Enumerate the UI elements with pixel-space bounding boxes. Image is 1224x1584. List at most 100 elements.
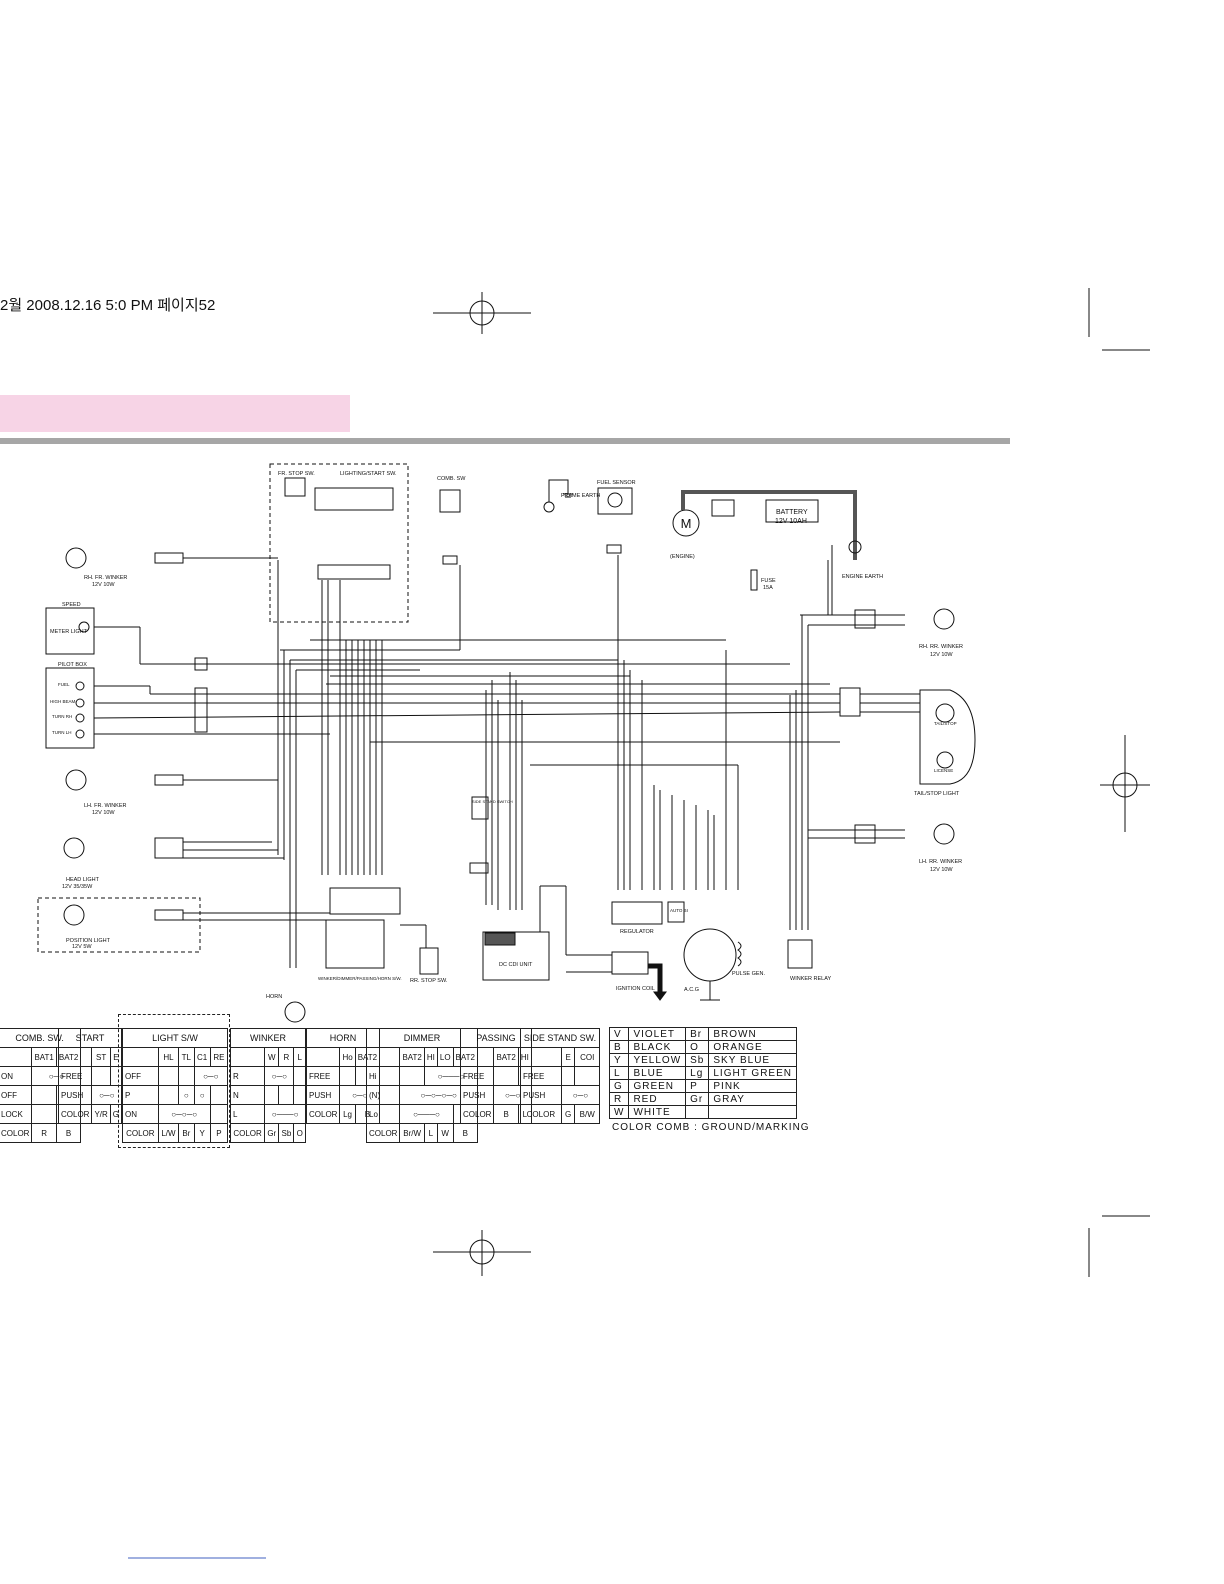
label-pilot-turn-lh: TURN LH: [52, 730, 72, 735]
label-license: LICENSE: [934, 768, 953, 773]
label-position-light: POSITION LIGHT: [66, 938, 111, 944]
label-position-light-spec: 12V 5W: [72, 944, 92, 950]
meter-light-bulb-icon: [78, 621, 90, 633]
fuel-sensor-icon: [607, 492, 623, 508]
label-fuel-sensor: FUEL SENSOR: [597, 480, 636, 486]
tail-stop-light-housing: [919, 689, 976, 785]
engine-earth-terminal: [848, 540, 862, 554]
label-regulator: REGULATOR: [620, 929, 654, 935]
winker-dimmer-passing-horn-switch: [325, 919, 385, 969]
label-lighting-start-sw: LIGHTING/START SW.: [340, 471, 397, 477]
title-band: [0, 395, 350, 432]
label-fuse-spec: 15A: [763, 585, 773, 591]
label-side-stand-switch: SIDE STAND SWITCH: [472, 799, 513, 804]
comb-switch-connector: [442, 555, 458, 565]
ignition-coil: [611, 951, 649, 975]
title-rule: [0, 438, 1010, 444]
label-rh-rr-winker: RH. RR. WINKER: [919, 644, 963, 650]
starter-motor-icon: [672, 509, 700, 537]
label-pilot-box: PILOT BOX: [58, 662, 87, 668]
position-light-box: [37, 897, 201, 953]
pulse-gen-coil: [737, 941, 742, 967]
label-head-light: HEAD LIGHT: [66, 877, 100, 883]
label-pilot-high-beam: HIGH BEAM: [50, 699, 76, 704]
label-pulse-gen: PULSE GEN.: [732, 971, 765, 977]
starter-relay: [711, 499, 735, 517]
frame-earth-terminal: [543, 501, 555, 513]
label-comb-sw: COMB. SW: [437, 476, 466, 482]
horn-icon: [284, 1001, 306, 1023]
color-comb-note: COLOR COMB : GROUND/MARKING: [612, 1122, 810, 1133]
label-fuse: FUSE: [761, 578, 776, 584]
label-rh-fr-winker: RH. FR. WINKER: [84, 575, 127, 581]
tail-stop-bulb-icon: [935, 703, 955, 723]
rh-fr-winker-bulb-icon: [65, 547, 87, 569]
license-bulb-icon: [936, 751, 954, 769]
auto-bi: [667, 901, 685, 923]
lh-rr-winker-bulb-icon: [933, 823, 955, 845]
label-lh-rr-winker-spec: 12V 10W: [930, 867, 953, 873]
pilot-box: [45, 667, 95, 749]
rr-stop-switch: [419, 947, 439, 975]
handlebar-switch-box: [269, 463, 409, 623]
lighting-start-switch: [314, 487, 394, 511]
dc-cdi-unit: [482, 931, 550, 981]
speed-meter-box: [45, 607, 95, 655]
registration-mark-bottom: [433, 1230, 531, 1276]
fuel-sensor-body: [597, 487, 633, 515]
label-pilot-turn-rh: TURN RH: [52, 714, 72, 719]
rear-harness-connector: [839, 687, 861, 717]
label-rh-rr-winker-spec: 12V 10W: [930, 652, 953, 658]
winker-sw-connector: [329, 887, 401, 915]
lh-fr-winker-bulb-icon: [65, 769, 87, 791]
comb-switch-body: [439, 489, 461, 513]
label-winker-relay: WINKER RELAY: [790, 976, 831, 982]
fuse-icon: [750, 569, 758, 591]
label-engine-earth: ENGINE EARTH: [842, 574, 883, 580]
label-lh-rr-winker: LH. RR. WINKER: [919, 859, 962, 865]
position-light-bulb-icon: [63, 904, 85, 926]
label-battery: BATTERY: [776, 509, 808, 516]
acg-generator: [683, 928, 737, 982]
registration-mark-top: [433, 292, 531, 334]
label-tail-stop-light: TAIL/STOP LIGHT: [914, 791, 960, 797]
battery-body: [765, 499, 819, 523]
label-lh-fr-winker: LH. FR. WINKER: [84, 803, 127, 809]
print-header: 2월 2008.12.16 5:0 PM 페이지52: [0, 297, 216, 314]
label-winker-sw: WINKER/DIMMER/PASSING/HORN S/W.: [318, 976, 402, 981]
label-rr-stop-sw: RR. STOP SW.: [410, 978, 448, 984]
label-acg: A.C.G: [684, 987, 699, 993]
handlebar-connector: [317, 564, 391, 580]
motor-symbol: M: [681, 516, 692, 531]
label-tail-stop: TAIL/STOP: [934, 721, 957, 726]
label-pilot-fuel: FUEL: [58, 682, 70, 687]
label-engine: (ENGINE): [670, 554, 695, 560]
registration-mark-right: [1100, 735, 1150, 832]
label-rh-fr-winker-spec: 12V 10W: [92, 582, 115, 588]
label-speed: SPEED: [62, 602, 81, 608]
label-fr-stop-sw: FR. STOP SW.: [278, 471, 315, 477]
crop-marks: [128, 288, 1150, 1559]
label-ignition-coil: IGNITION COIL: [616, 986, 655, 992]
label-frame-earth: FRAME EARTH: [561, 493, 600, 499]
label-meter-light: METER LIGHT: [50, 629, 88, 635]
winker-relay: [787, 939, 813, 969]
head-light-bulb-icon: [63, 837, 85, 859]
side-stand-switch: [471, 796, 489, 820]
fr-stop-switch: [284, 477, 306, 497]
label-battery-spec: 12V 10AH: [775, 518, 807, 525]
label-lh-fr-winker-spec: 12V 10W: [92, 810, 115, 816]
